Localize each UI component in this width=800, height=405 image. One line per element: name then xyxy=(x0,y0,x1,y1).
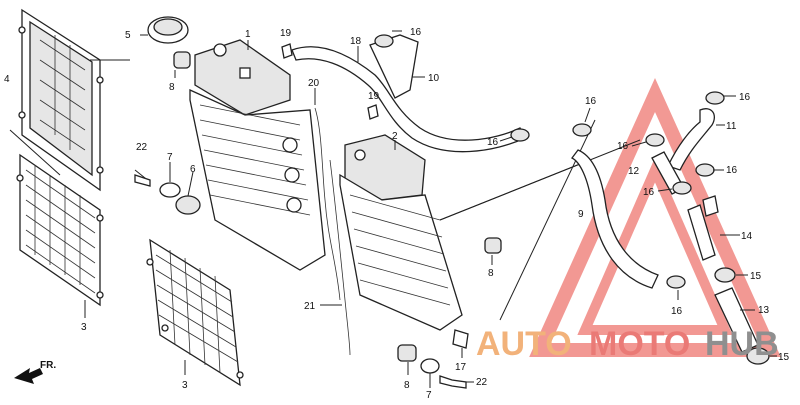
callout-20: 20 xyxy=(308,78,320,89)
radiator-grille-right xyxy=(146,238,244,387)
watermark-logo: AUTO MOTO HUB xyxy=(476,325,779,363)
grommet-top xyxy=(173,51,191,78)
front-direction-indicator: FR. xyxy=(14,360,56,384)
grommet-mid xyxy=(484,237,502,265)
hose-11 xyxy=(667,108,725,171)
front-label: FR. xyxy=(40,360,56,371)
callout-16-e: 16 xyxy=(643,187,655,198)
callout-7-left: 7 xyxy=(167,152,173,163)
callout-12: 12 xyxy=(628,166,640,177)
radiator-grille-left xyxy=(16,153,104,318)
radiator-shroud-left xyxy=(9,8,130,192)
callout-labels: 1 2 3 3 4 5 6 7 7 8 8 8 9 10 11 12 13 14… xyxy=(4,27,790,401)
hose-clamps xyxy=(374,30,777,365)
callout-16-a: 16 xyxy=(410,27,422,38)
callout-18: 18 xyxy=(350,36,362,47)
callout-8-mid: 8 xyxy=(488,268,494,279)
callout-16-c: 16 xyxy=(585,96,597,107)
callout-17: 17 xyxy=(455,362,467,373)
callout-16-d: 16 xyxy=(617,141,629,152)
watermark-auto: AUTO xyxy=(476,325,572,363)
callout-8-top: 8 xyxy=(169,82,175,93)
bottom-fasteners xyxy=(420,358,474,389)
callout-16-b: 16 xyxy=(487,137,499,148)
callout-21: 21 xyxy=(304,301,316,312)
bolts-and-tube xyxy=(281,43,379,301)
watermark-moto: MOTO xyxy=(589,325,690,363)
callout-9: 9 xyxy=(578,209,584,220)
callout-15-bottom: 15 xyxy=(778,352,790,363)
radiator-cap xyxy=(140,16,189,44)
callout-14: 14 xyxy=(741,231,753,242)
front-arrow-icon xyxy=(14,368,43,384)
callout-10: 10 xyxy=(428,73,440,84)
callout-8-bottom: 8 xyxy=(404,380,410,391)
overflow-tube xyxy=(320,159,351,356)
watermark-hub: HUB xyxy=(705,325,779,363)
callout-13: 13 xyxy=(758,305,770,316)
collar-washer-left xyxy=(134,162,201,215)
callout-3-right: 3 xyxy=(182,380,188,391)
pipe-13 xyxy=(714,287,759,353)
callout-16-h: 16 xyxy=(739,92,751,103)
callout-15-top: 15 xyxy=(750,271,762,282)
radiator-right xyxy=(339,134,469,358)
callout-5: 5 xyxy=(125,30,131,41)
callout-1: 1 xyxy=(245,29,251,40)
callout-19-mid: 19 xyxy=(368,91,380,102)
radiator-left xyxy=(189,39,326,271)
callout-6: 6 xyxy=(190,164,196,175)
callout-3-left: 3 xyxy=(81,322,87,333)
callout-4: 4 xyxy=(4,74,10,85)
grommet-bottom xyxy=(397,344,417,375)
callout-19-top: 19 xyxy=(280,28,292,39)
callout-11: 11 xyxy=(726,121,737,132)
callout-22-bottom: 22 xyxy=(476,377,488,388)
lower-hose-9 xyxy=(571,149,659,289)
callout-16-f: 16 xyxy=(726,165,738,176)
callout-22-left: 22 xyxy=(136,142,148,153)
pipe-14 xyxy=(687,195,740,261)
callout-2: 2 xyxy=(392,131,398,142)
upper-hose xyxy=(291,34,526,153)
callout-7-bottom: 7 xyxy=(426,390,432,401)
callout-16-g: 16 xyxy=(671,306,683,317)
